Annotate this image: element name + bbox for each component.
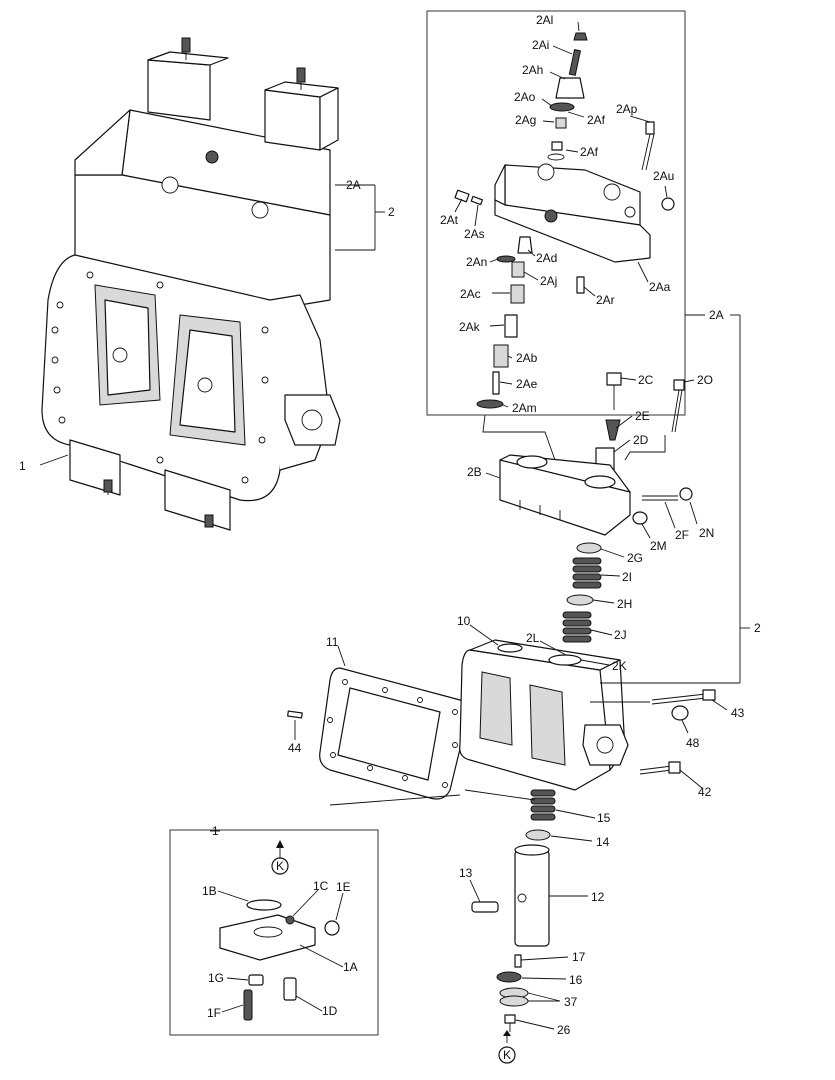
label-2Ap: 2Ap <box>616 102 638 116</box>
housing-and-gasket <box>287 639 716 800</box>
label-26: 26 <box>557 1023 571 1037</box>
parts-1-detail <box>219 840 340 1021</box>
label-48: 48 <box>686 736 700 750</box>
label-2F: 2F <box>675 528 689 542</box>
main-valve-assembly <box>41 37 341 531</box>
label-2I: 2I <box>622 570 632 584</box>
label-2K: 2K <box>612 659 627 673</box>
label-13: 13 <box>459 866 473 880</box>
label-2A-top: 2A <box>346 178 361 192</box>
label-2-top: 2 <box>388 205 395 219</box>
label-2Ad: 2Ad <box>536 251 557 265</box>
label-2Ao: 2Ao <box>514 90 536 104</box>
label-2M: 2M <box>650 539 667 553</box>
label-1G: 1G <box>208 971 224 985</box>
label-2L: 2L <box>526 631 540 645</box>
label-2Al: 2Al <box>536 13 553 27</box>
label-2C: 2C <box>638 373 654 387</box>
label-12: 12 <box>591 890 605 904</box>
label-1-box: 1 <box>212 824 219 838</box>
label-2Aa: 2Aa <box>649 280 671 294</box>
label-2Ah: 2Ah <box>522 63 543 77</box>
label-2Af-lower: 2Af <box>580 145 599 159</box>
label-16: 16 <box>569 973 583 987</box>
label-2J: 2J <box>614 628 627 642</box>
label-15: 15 <box>597 811 611 825</box>
label-44: 44 <box>288 741 302 755</box>
detail-frame-1 <box>169 829 379 1036</box>
label-2Af-upper: 2Af <box>587 113 606 127</box>
label-1-assembly: 1 <box>19 459 26 473</box>
label-43: 43 <box>731 706 745 720</box>
label-K-box: K <box>276 859 284 873</box>
label-2D: 2D <box>633 433 649 447</box>
label-2O: 2O <box>697 373 713 387</box>
label-2As: 2As <box>464 227 485 241</box>
label-2Ac: 2Ac <box>460 287 481 301</box>
label-2Am: 2Am <box>512 401 537 415</box>
label-2N: 2N <box>699 526 714 540</box>
lower-plunger-parts <box>471 789 556 1064</box>
label-17: 17 <box>572 950 586 964</box>
label-2-mid: 2 <box>754 621 761 635</box>
leader-lines <box>39 21 750 1030</box>
label-2Ai: 2Ai <box>532 38 549 52</box>
label-10: 10 <box>457 614 471 628</box>
label-2G: 2G <box>627 551 643 565</box>
label-14: 14 <box>596 835 610 849</box>
label-11: 11 <box>326 635 339 649</box>
label-2An: 2An <box>466 255 487 269</box>
label-1E: 1E <box>336 880 351 894</box>
label-1B: 1B <box>202 884 217 898</box>
label-42: 42 <box>698 785 712 799</box>
parts-2A-detail <box>454 32 675 409</box>
label-K-bottom: K <box>503 1048 511 1062</box>
label-2Ae: 2Ae <box>516 377 538 391</box>
label-2Aj: 2Aj <box>540 274 557 288</box>
label-1D: 1D <box>322 1004 338 1018</box>
detail-frame-2A <box>426 10 686 416</box>
label-1C: 1C <box>313 879 329 893</box>
label-2Ab: 2Ab <box>516 351 538 365</box>
label-2A-mid: 2A <box>709 308 724 322</box>
label-2Ag: 2Ag <box>515 113 536 127</box>
label-1A: 1A <box>343 960 358 974</box>
label-1F: 1F <box>207 1006 221 1020</box>
label-2Au: 2Au <box>653 169 674 183</box>
label-2B: 2B <box>467 465 482 479</box>
label-2Ak: 2Ak <box>459 320 481 334</box>
label-2H: 2H <box>617 597 632 611</box>
label-37: 37 <box>564 995 578 1009</box>
label-2E: 2E <box>635 409 650 423</box>
part-labels: 2Al 2Ai 2Ah 2Ao 2Ap 2Ag 2Af 2Af 2A 2 2Au… <box>19 13 761 1062</box>
label-2At: 2At <box>440 213 459 227</box>
label-2Ar: 2Ar <box>596 293 615 307</box>
parts-2B-stack <box>499 372 693 643</box>
